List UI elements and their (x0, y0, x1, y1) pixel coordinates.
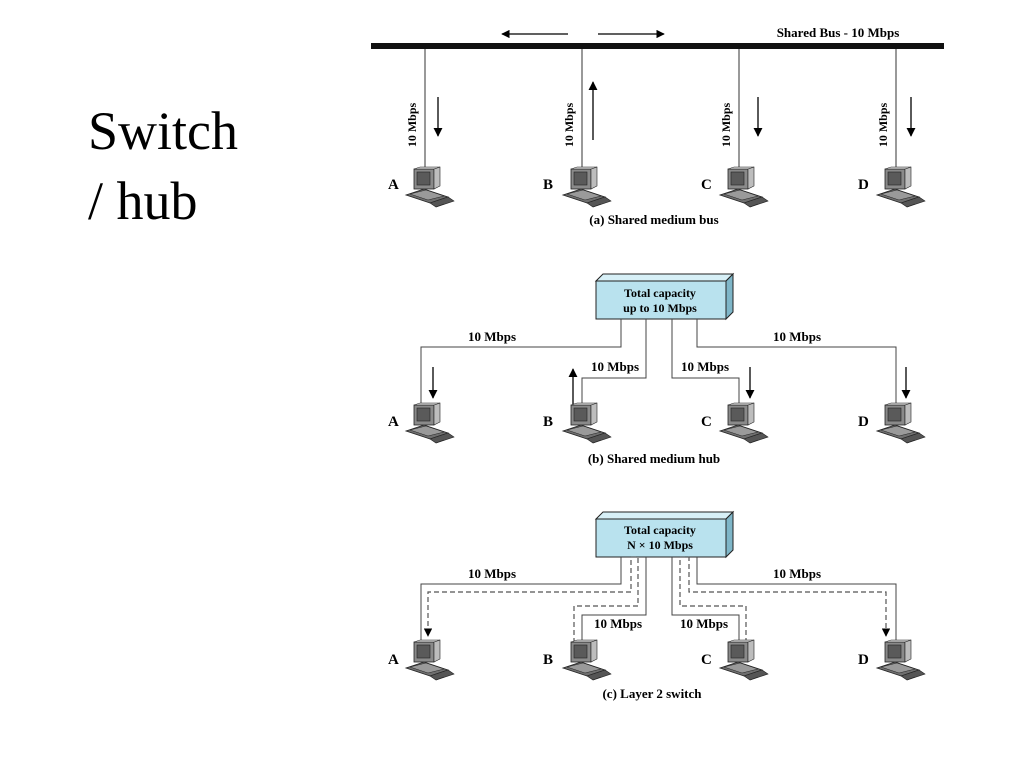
station-label-a: A (388, 177, 399, 193)
switch-rate-b: 10 Mbps (594, 616, 642, 631)
caption-b: (b) Shared medium hub (588, 451, 720, 466)
link-rate-c: 10 Mbps (719, 102, 733, 147)
link-rate-b: 10 Mbps (562, 102, 576, 147)
computer-icon-c (719, 166, 769, 208)
shared-bus-line (371, 43, 944, 49)
hub-rate-b: 10 Mbps (591, 359, 639, 374)
switch-rate-a: 10 Mbps (468, 566, 516, 581)
switch-computer-icon-b (562, 639, 612, 681)
hub-rate-d: 10 Mbps (773, 329, 821, 344)
switch-station-label-c: C (701, 652, 712, 668)
hub-station-label-a: A (388, 414, 399, 430)
hub-link-a (420, 319, 622, 405)
hub-computer-icon-a (405, 402, 455, 444)
switch-link-b (581, 557, 647, 643)
station-label-c: C (701, 177, 712, 193)
computer-icon-a (405, 166, 455, 208)
computer-icon-b (562, 166, 612, 208)
link-rate-d: 10 Mbps (876, 102, 890, 147)
switch-station-label-a: A (388, 652, 399, 668)
shared-bus-label: Shared Bus - 10 Mbps (777, 25, 900, 40)
station-label-b: B (543, 177, 553, 193)
hub-capacity-line-1: Total capacity (624, 286, 696, 300)
hub-computer-icon-b (562, 402, 612, 444)
hub-rate-a: 10 Mbps (468, 329, 516, 344)
computer-icon-d (876, 166, 926, 208)
switch-computer-icon-a (405, 639, 455, 681)
dashed-path-c-to-d (679, 556, 891, 643)
panel-c-layer2-switch: Total capacity N × 10 Mbps 10 Mbps 10 Mb… (388, 510, 926, 701)
hub-computer-icon-c (719, 402, 769, 444)
switch-rate-d: 10 Mbps (773, 566, 821, 581)
switch-station-label-d: D (858, 652, 869, 668)
hub-capacity-line-2: up to 10 Mbps (623, 301, 697, 315)
hub-rate-c: 10 Mbps (681, 359, 729, 374)
dashed-path-b-to-a (423, 556, 639, 643)
link-rate-a: 10 Mbps (405, 102, 419, 147)
hub-station-label-c: C (701, 414, 712, 430)
switch-box: Total capacity N × 10 Mbps (594, 510, 735, 559)
hub-computer-icon-d (876, 402, 926, 444)
station-label-d: D (858, 177, 869, 193)
hub-link-b (581, 319, 647, 405)
switch-capacity-line-2: N × 10 Mbps (627, 538, 693, 552)
hub-station-label-d: D (858, 414, 869, 430)
hub-station-label-b: B (543, 414, 553, 430)
caption-a: (a) Shared medium bus (589, 212, 718, 227)
switch-capacity-line-1: Total capacity (624, 523, 696, 537)
switch-link-a (420, 557, 622, 643)
caption-c: (c) Layer 2 switch (602, 686, 702, 701)
switch-rate-c: 10 Mbps (680, 616, 728, 631)
switch-link-d (696, 557, 897, 643)
panel-b-shared-hub: Total capacity up to 10 Mbps 10 Mbps 10 … (388, 272, 926, 466)
switch-station-label-b: B (543, 652, 553, 668)
hub-box: Total capacity up to 10 Mbps (594, 272, 735, 321)
slide-title: Switch / hub (88, 96, 348, 236)
hub-link-c (671, 319, 740, 405)
panel-a-shared-bus: Shared Bus - 10 Mbps 10 Mbps 10 Mbps 10 … (371, 25, 944, 227)
switch-computer-icon-d (876, 639, 926, 681)
switch-link-c (671, 557, 740, 643)
hub-link-d (696, 319, 897, 405)
slide-title-line-2: / hub (88, 171, 198, 231)
switch-computer-icon-c (719, 639, 769, 681)
slide-title-line-1: Switch (88, 101, 239, 161)
